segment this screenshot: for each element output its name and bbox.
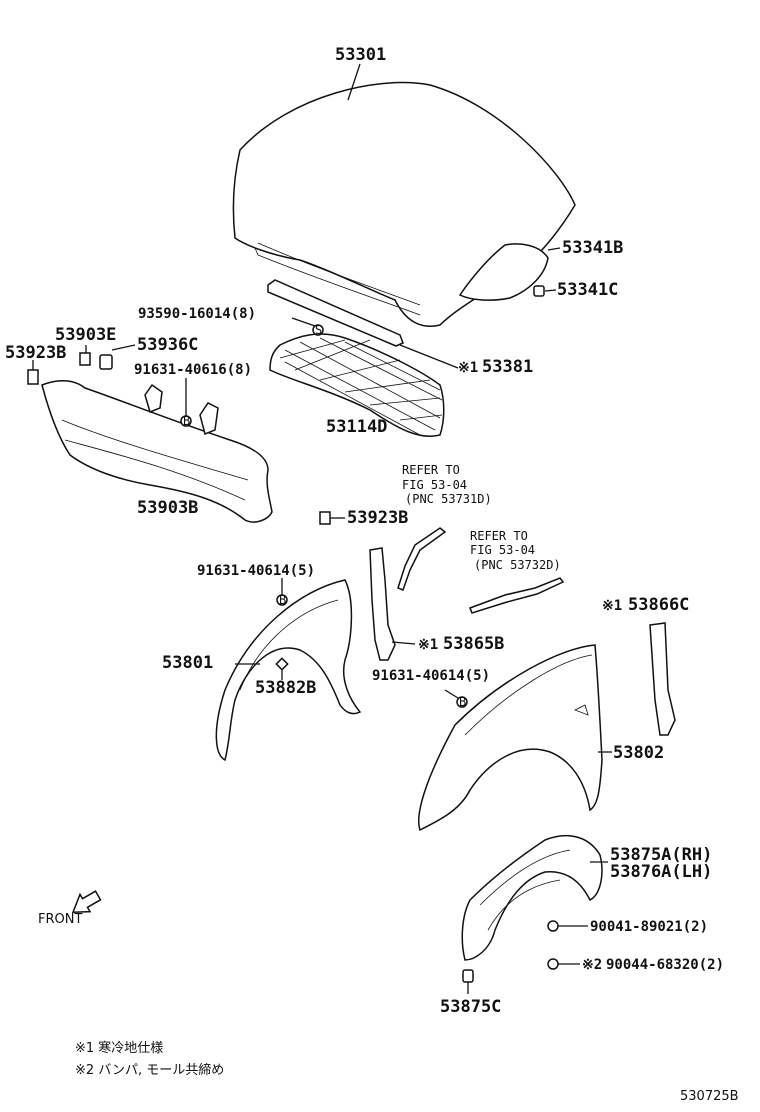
ref1-line1: REFER TO (402, 463, 460, 477)
pad-53903e (79, 352, 91, 366)
leader-53341c (544, 289, 557, 292)
support-53903b (41, 380, 273, 523)
pad-53923b-left (27, 369, 39, 385)
note-1: ※1 寒冷地仕様 (75, 1040, 163, 1056)
label-53875c: 53875C (440, 997, 501, 1017)
screw-91631-b (456, 696, 468, 708)
grille-53114d (269, 333, 445, 437)
leader-53301 (347, 63, 361, 101)
figure-id: 530725B (680, 1089, 739, 1104)
fender-53802 (418, 644, 603, 832)
label-53923b-left: 53923B (5, 343, 66, 363)
front-label: FRONT (38, 912, 82, 927)
seal-strip-53381 (267, 279, 404, 347)
hood-seal-53341b (458, 243, 549, 301)
mark1-53381: ※1 (458, 360, 478, 376)
screw-90044 (547, 958, 559, 970)
mark1-53865b: ※1 (418, 637, 438, 653)
cushion-53341c (533, 285, 545, 297)
ref2-line1: REFER TO (470, 529, 528, 543)
clip-53882b (275, 657, 289, 671)
label-53865b: 53865B (443, 634, 504, 654)
label-53801: 53801 (162, 653, 213, 673)
clip-53875c (462, 969, 474, 983)
label-53923b-right: 53923B (347, 508, 408, 528)
label-91631-40616: 91631-40616(8) (134, 362, 252, 378)
screw-93590 (312, 324, 324, 336)
label-91631-b: 91631-40614(5) (372, 668, 490, 684)
screw-90041 (547, 920, 559, 932)
clip-53936c (99, 354, 113, 370)
label-53341b: 53341B (562, 238, 623, 258)
label-93590: 93590-16014(8) (138, 306, 256, 322)
label-53936c: 53936C (137, 335, 198, 355)
label-91631-a: 91631-40614(5) (197, 563, 315, 579)
leader-53865b (391, 641, 416, 645)
label-53875a: 53875A(RH) (610, 845, 712, 865)
mark1-53866c: ※1 (602, 598, 622, 614)
ref2-line2: FIG 53-04 (470, 543, 535, 557)
label-53903e: 53903E (55, 325, 116, 345)
ref1-line3: (PNC 53731D) (405, 492, 492, 506)
cable-53731d (397, 527, 447, 591)
bracket-53865b (369, 547, 396, 661)
label-90044: 90044-68320(2) (606, 957, 724, 973)
cable-53732d (469, 577, 565, 614)
fender-liner-53801 (215, 579, 362, 762)
ref1-line2: FIG 53-04 (402, 478, 467, 492)
label-53802: 53802 (613, 743, 664, 763)
leader-93590 (291, 317, 316, 327)
circle-b-mark-1: B (183, 414, 190, 428)
note-2: ※2 バンパ, モール共締め (75, 1062, 224, 1078)
bracket-53866c (649, 622, 676, 736)
label-53866c: 53866C (628, 595, 689, 615)
label-53114d: 53114D (326, 417, 387, 437)
leader-53936c (111, 344, 136, 351)
mark2-90044: ※2 (582, 957, 602, 973)
circle-b-mark-2: B (279, 593, 286, 607)
label-90041: 90041-89021(2) (590, 919, 708, 935)
front-arrow-icon (71, 890, 102, 914)
label-53381: 53381 (482, 357, 533, 377)
label-53341c: 53341C (557, 280, 618, 300)
label-53301: 53301 (335, 45, 386, 65)
leader-53381 (399, 344, 459, 369)
leader-53341b (547, 247, 561, 251)
label-53882b: 53882B (255, 678, 316, 698)
circle-s-mark: S (315, 323, 322, 337)
pad-53923b-right (319, 511, 331, 525)
label-53903b: 53903B (137, 498, 198, 518)
circle-b-mark-3: B (459, 695, 466, 709)
label-53876a: 53876A(LH) (610, 862, 712, 882)
wheel-liner-53875a (461, 834, 603, 961)
ref2-line3: (PNC 53732D) (474, 558, 561, 572)
leader-91631-b (444, 689, 459, 699)
